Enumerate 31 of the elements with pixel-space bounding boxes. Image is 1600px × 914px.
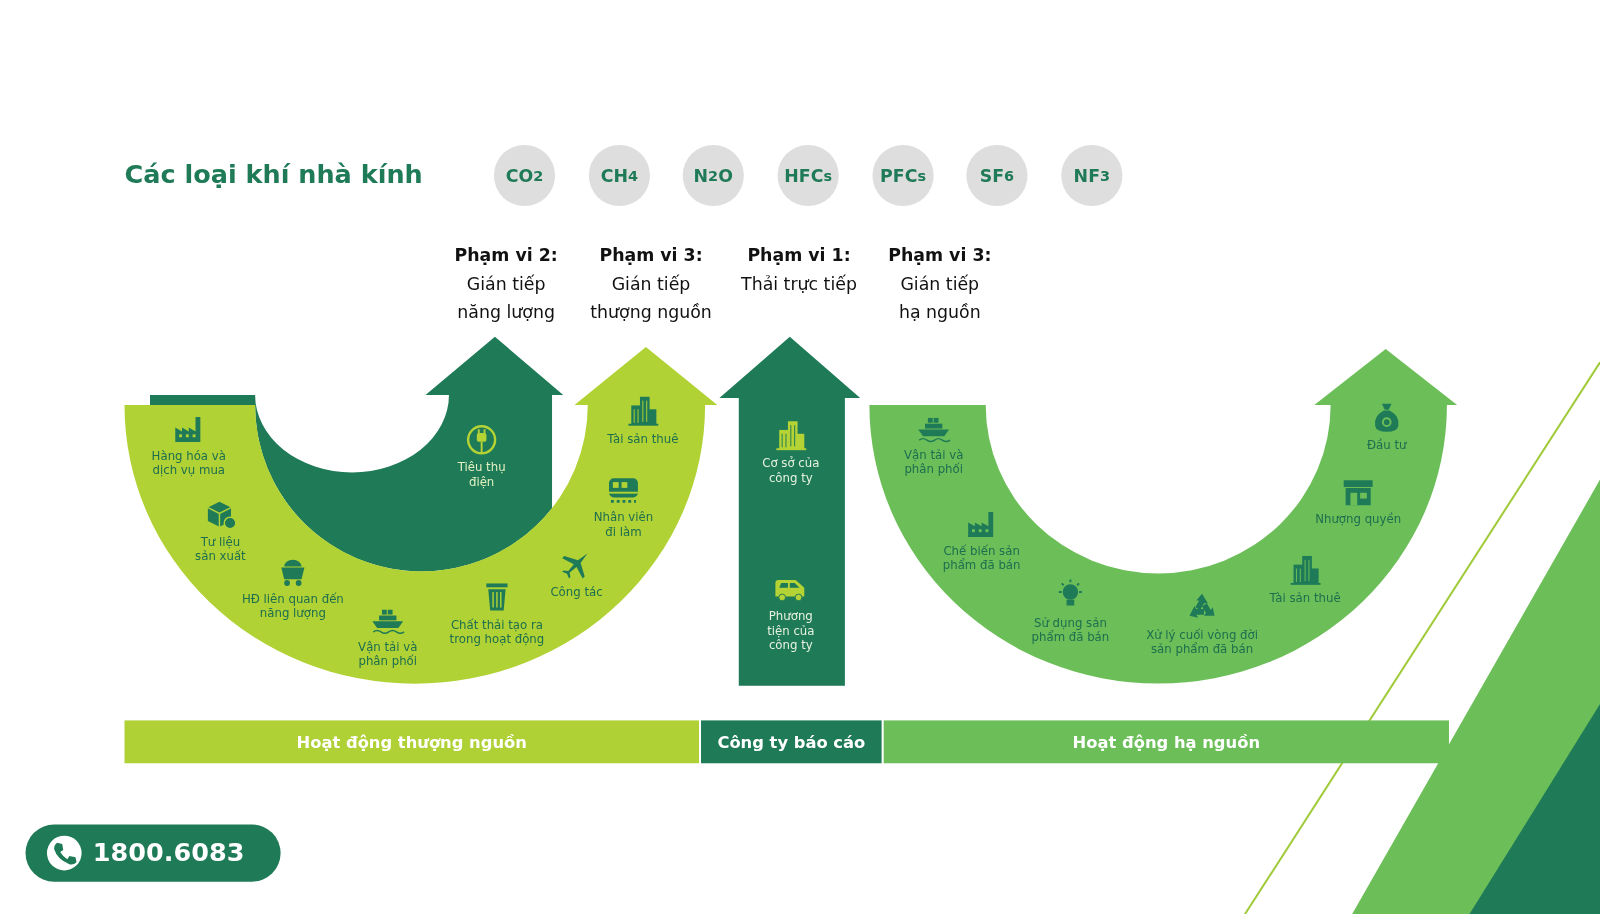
scope-heading: Phạm vi 3: <box>887 243 993 268</box>
item-label: Cơ sở của công ty <box>761 456 821 485</box>
scope-description: Gián tiếp thượng nguồn <box>589 272 713 325</box>
scope-heading: Phạm vi 2: <box>453 243 559 268</box>
scope-description: Gián tiếp hạ nguồn <box>897 272 982 325</box>
item-label: Đầu tư <box>1367 437 1407 453</box>
phone-number: 1800.6083 <box>92 837 245 868</box>
item-label: Tư liệu sản xuất <box>194 534 247 564</box>
item-label: Sử dụng sản phẩm đã bán <box>1030 615 1111 644</box>
item-label: Vận tải và phân phối <box>903 447 965 477</box>
item-label: Vận tải và phân phối <box>357 639 419 669</box>
item-label: Tài sản thuê <box>1269 590 1341 606</box>
scope-heading: Phạm vi 3: <box>598 243 704 268</box>
section-band: Hoạt động thượng nguồn <box>124 720 699 764</box>
item-label: Chế biến sản phẩm đã bán <box>941 543 1022 573</box>
scope-heading: Phạm vi 1: <box>746 243 852 268</box>
item-label: Nhượng quyền <box>1315 512 1402 527</box>
item-label: Xử lý cuối vòng đời sản phẩm đã bán <box>1145 627 1259 657</box>
item-label: Chất thải tạo ra trong hoạt động <box>448 617 546 646</box>
item-label: Nhân viên đi làm <box>592 510 655 539</box>
scope-description: Thải trực tiếp <box>740 272 858 296</box>
item-label: HĐ liên quan đến năng lượng <box>241 591 344 621</box>
item-label: Tài sản thuê <box>607 431 679 446</box>
section-band: Hoạt động hạ nguồn <box>883 720 1449 764</box>
section-band: Công ty báo cáo <box>701 720 882 764</box>
item-label: Công tác <box>550 584 603 599</box>
scope-description: Gián tiếp năng lượng <box>456 272 556 325</box>
heading: Các loại khí nhà kính <box>124 159 423 189</box>
item-label: Hàng hóa và dịch vụ mua <box>150 449 227 478</box>
item-label: Tiêu thụ điện <box>456 460 507 489</box>
item-label: Phương tiện của công ty <box>766 609 816 653</box>
